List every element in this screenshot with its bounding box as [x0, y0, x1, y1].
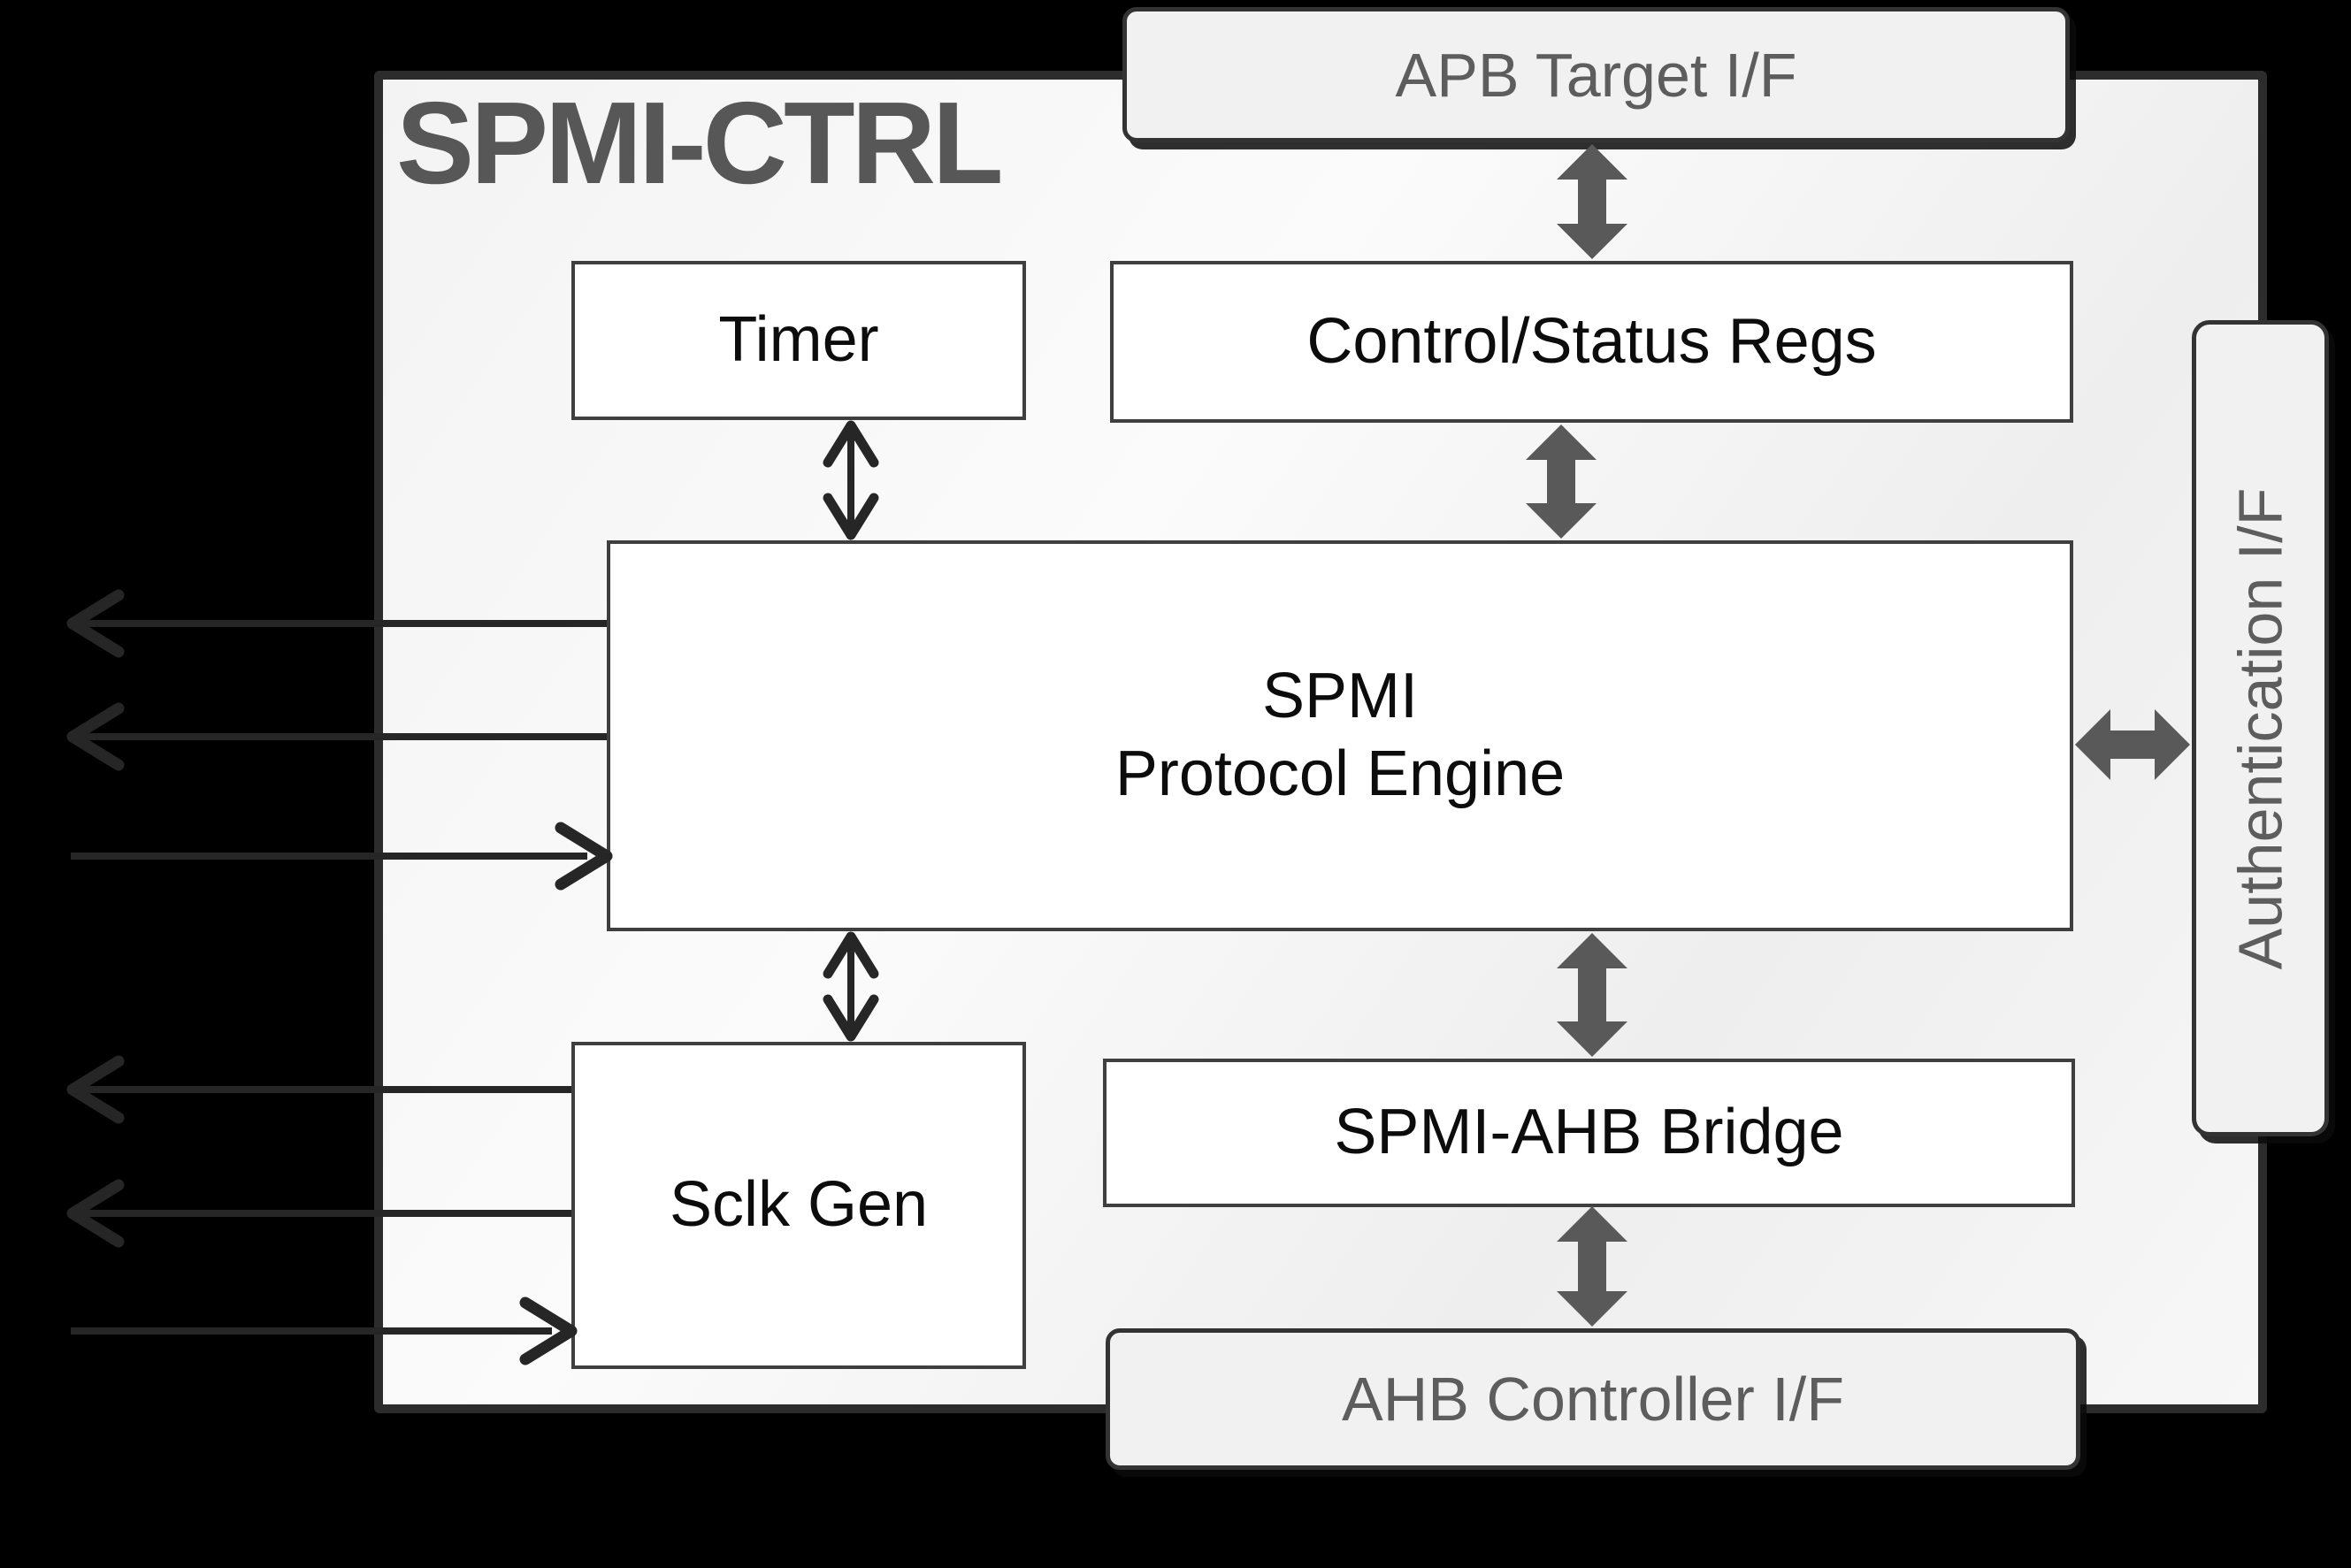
module-title: SPMI-CTRL	[396, 78, 1004, 208]
ahb-controller-interface-label: AHB Controller I/F	[1342, 1365, 1844, 1434]
sclk-gen-label: Sclk Gen	[669, 1169, 929, 1241]
control-status-regs-block: Control/Status Regs	[1110, 261, 2073, 423]
spmi-ahb-bridge-block: SPMI-AHB Bridge	[1103, 1059, 2075, 1207]
apb-target-interface-label: APB Target I/F	[1395, 40, 1797, 110]
ahb-controller-interface-box: AHB Controller I/F	[1106, 1328, 2080, 1470]
spmi-protocol-engine-label: SPMI Protocol Engine	[1115, 658, 1565, 814]
sclk-gen-block: Sclk Gen	[571, 1042, 1026, 1369]
spmi-protocol-engine-block: SPMI Protocol Engine	[607, 540, 2073, 931]
spmi-ahb-bridge-label: SPMI-AHB Bridge	[1334, 1097, 1844, 1168]
timer-label: Timer	[718, 304, 879, 376]
authentication-interface-label: Authentication I/F	[2225, 487, 2295, 969]
authentication-interface-box: Authentication I/F	[2192, 320, 2329, 1136]
engine-label-line2: Protocol Engine	[1114, 738, 1566, 809]
apb-target-interface-box: APB Target I/F	[1122, 7, 2070, 142]
engine-label-line1: SPMI	[1261, 661, 1418, 732]
control-status-regs-label: Control/Status Regs	[1306, 305, 1877, 377]
timer-block: Timer	[571, 261, 1026, 420]
